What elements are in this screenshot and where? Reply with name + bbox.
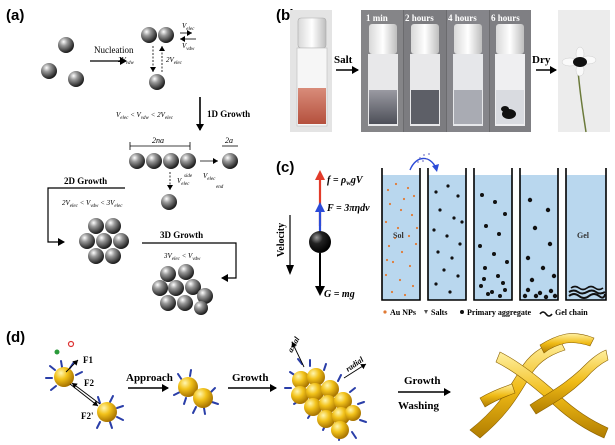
washing-label: Washing xyxy=(398,400,439,412)
legend-gel: Gel chain xyxy=(555,308,588,317)
gel-chain xyxy=(568,285,606,299)
f2p-label: F2' xyxy=(81,411,94,421)
vial-series xyxy=(361,10,531,132)
f2-label: F2 xyxy=(84,378,94,388)
time-3: 6 hours xyxy=(491,13,520,23)
svg-text:2na: 2na xyxy=(152,136,164,145)
np-chain xyxy=(284,358,367,441)
svg-text:f = ρwgV: f = ρwgV xyxy=(327,175,364,187)
force-diagram xyxy=(286,170,331,296)
time-2: 4 hours xyxy=(448,13,477,23)
time-0: 1 min xyxy=(366,13,388,23)
nucleation-label: Nucleation xyxy=(94,45,134,55)
green-ion xyxy=(54,349,60,355)
red-ion xyxy=(67,340,75,348)
salt-label: Salt xyxy=(334,54,353,66)
free-particles xyxy=(41,37,84,87)
velocity-label: Velocity xyxy=(276,223,287,257)
dried-flower-photo xyxy=(558,10,610,133)
panel-b: (b) Salt xyxy=(276,7,610,133)
gold-network xyxy=(469,333,609,439)
sol-label: Sol xyxy=(393,231,404,240)
chain-1d xyxy=(129,153,238,210)
legend-salts: Salts xyxy=(431,308,447,317)
growth-1d-label: 1D Growth xyxy=(207,109,250,119)
au-nps-sol xyxy=(384,182,419,297)
panel-c-label: (c) xyxy=(276,159,294,176)
panel-a: (a) Nucleation Velec Vvdw 2Vvdw 2Velec 1… xyxy=(6,7,250,315)
dry-label: Dry xyxy=(532,54,551,66)
growth-3d-label: 3D Growth xyxy=(160,230,203,240)
legend: Au NPs Salts Primary aggregate Gel chain xyxy=(383,308,588,317)
cluster-3d xyxy=(152,264,213,315)
svg-text:2Velec < Vvdw < 3Velec: 2Velec < Vvdw < 3Velec xyxy=(62,199,123,209)
growth-label: Growth xyxy=(232,372,268,384)
svg-text:2a: 2a xyxy=(225,136,233,145)
aggregates-4 xyxy=(522,197,558,300)
svg-text:3Velec < Vvdw: 3Velec < Vvdw xyxy=(163,252,201,262)
vial-initial xyxy=(290,10,332,132)
dimer-particles xyxy=(141,27,174,90)
hex-cluster xyxy=(79,218,129,264)
svg-text:Velec: Velec xyxy=(182,22,195,32)
svg-text:Velec: Velec xyxy=(203,172,216,182)
svg-text:end: end xyxy=(216,185,224,190)
gel-label: Gel xyxy=(577,231,590,240)
svg-text:Velec: Velec xyxy=(177,177,190,187)
growth2-label: Growth xyxy=(404,375,440,387)
np-pair xyxy=(45,360,124,429)
panel-d: (d) F1 F2 F2' Approach xyxy=(6,329,609,441)
svg-text:G = mg: G = mg xyxy=(324,289,355,300)
svg-text:side: side xyxy=(184,174,193,179)
panel-c: (c) Velocity f = ρwgV F = 3πηdv G = mg xyxy=(276,153,607,317)
time-1: 2 hours xyxy=(405,13,434,23)
legend-primary: Primary aggregate xyxy=(467,308,531,317)
panel-a-label: (a) xyxy=(6,7,24,24)
svg-text:Velec < Vvdw < 2Velec: Velec < Vvdw < 2Velec xyxy=(116,111,174,121)
svg-text:Vvdw: Vvdw xyxy=(182,42,195,52)
aggregates-3 xyxy=(478,193,509,298)
approach-label: Approach xyxy=(126,372,173,384)
growth-2d-label: 2D Growth xyxy=(64,176,107,186)
axial-label: axial xyxy=(286,335,302,354)
np-dimer xyxy=(173,369,219,415)
aggregates-2 xyxy=(432,184,464,294)
svg-text:F = 3πηdv: F = 3πηdv xyxy=(326,203,370,214)
panel-d-label: (d) xyxy=(6,329,25,346)
legend-au: Au NPs xyxy=(390,308,416,317)
svg-text:2Velec: 2Velec xyxy=(166,56,183,66)
beakers xyxy=(381,168,607,301)
svg-text:2Vvdw: 2Vvdw xyxy=(118,56,135,66)
f1-label: F1 xyxy=(83,355,93,365)
